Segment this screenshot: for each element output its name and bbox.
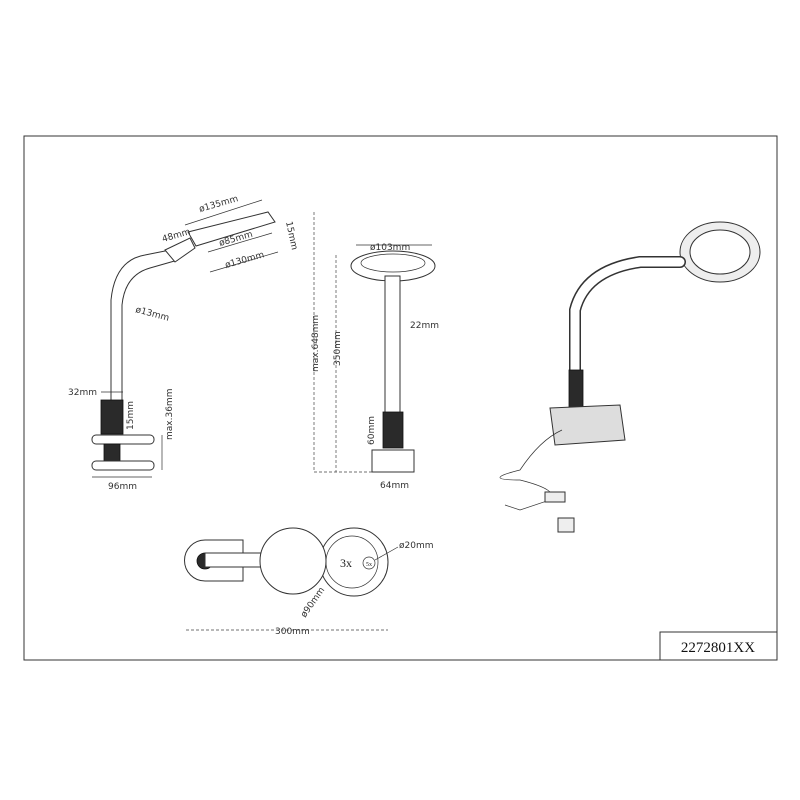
drawing-frame: [23, 135, 778, 661]
neck: [164, 237, 196, 263]
dim-grip-width: 32mm: [68, 388, 97, 398]
magnification-small: 5x: [366, 562, 372, 568]
dim-total-length: 300mm: [275, 627, 310, 637]
lamp-cover-top: [259, 527, 327, 595]
dim-head-thickness: 15mm: [283, 221, 299, 251]
dim-total-height: max.648mm: [311, 315, 321, 372]
dim-arm-height: 350mm: [333, 331, 343, 366]
clamp-3d: [549, 404, 626, 446]
clamp-screw: [103, 443, 121, 462]
dim-clamp-width: 96mm: [108, 482, 137, 492]
lamp-head: [187, 211, 276, 247]
switch: [544, 491, 566, 503]
power-adapter: [557, 517, 575, 533]
gooseneck-arm-left: [110, 249, 171, 400]
arm-top-view: [204, 552, 266, 568]
product-illustration: [499, 221, 761, 533]
dim-head-front: ø103mm: [370, 243, 410, 253]
clamp-front: [371, 449, 415, 473]
arm-front: [384, 275, 401, 417]
product-code: 2272801XX: [681, 640, 755, 656]
clamp-top: [91, 434, 155, 445]
dim-head-base: ø130mm: [224, 250, 265, 271]
side-view: ø135mm ø85mm ø130mm 15mm 48mm ø13mm 32mm…: [68, 194, 299, 492]
dim-base-width: 64mm: [380, 481, 409, 491]
front-view: ø103mm max.648mm 350mm 22mm 60mm 64mm: [311, 212, 439, 491]
dim-clamp-opening: max.36mm: [165, 389, 175, 440]
dim-arm: ø13mm: [134, 305, 170, 324]
magnification-main: 3x: [340, 556, 352, 570]
dim-arm-width: 22mm: [410, 321, 439, 331]
dim-grip-height: 60mm: [367, 416, 377, 445]
dim-clamp-plate: 15mm: [126, 401, 136, 430]
small-lens: [362, 556, 376, 570]
grip: [100, 399, 124, 435]
gooseneck-arm-right: [121, 259, 179, 400]
grip-front: [382, 411, 404, 449]
grip-3d: [568, 369, 584, 411]
dim-head-outer: ø135mm: [198, 194, 239, 215]
clamp-bottom: [91, 460, 155, 471]
title-block: 2272801XX: [659, 631, 778, 661]
top-view: 3x 5x 300mm ø90mm ø20mm: [184, 527, 434, 637]
dim-small-lens: ø20mm: [399, 541, 434, 551]
